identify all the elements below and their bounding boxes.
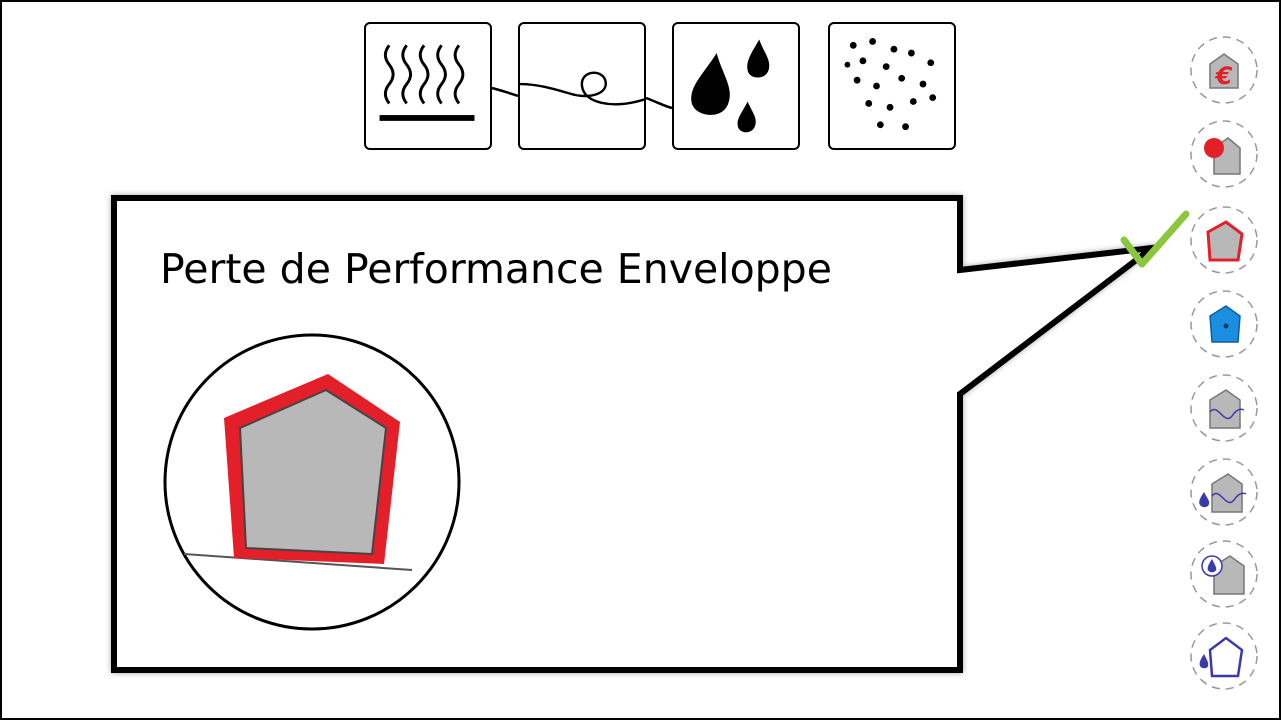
rain-icon [828, 22, 956, 150]
water-drops-icon [672, 22, 800, 150]
heat-waves-icon [364, 22, 492, 150]
house-circled-drop-icon[interactable] [1188, 538, 1260, 610]
envelope-performance-illustration [163, 333, 461, 631]
house-wave-drop-icon[interactable] [1188, 456, 1260, 528]
wind-swirl-icon [518, 22, 646, 150]
house-red-dot-icon[interactable] [1188, 118, 1260, 190]
house-envelope-red-outline-icon[interactable] [1188, 204, 1260, 276]
house-wave-icon[interactable] [1188, 372, 1260, 444]
checkmark-icon [1120, 210, 1190, 268]
svg-text:€: € [1215, 62, 1233, 90]
house-blue-outline-drop-icon[interactable] [1188, 620, 1260, 692]
callout-title: Perte de Performance Enveloppe [160, 245, 832, 293]
house-blue-icon[interactable] [1188, 288, 1260, 360]
house-cost-euro-icon[interactable]: € [1188, 34, 1260, 106]
